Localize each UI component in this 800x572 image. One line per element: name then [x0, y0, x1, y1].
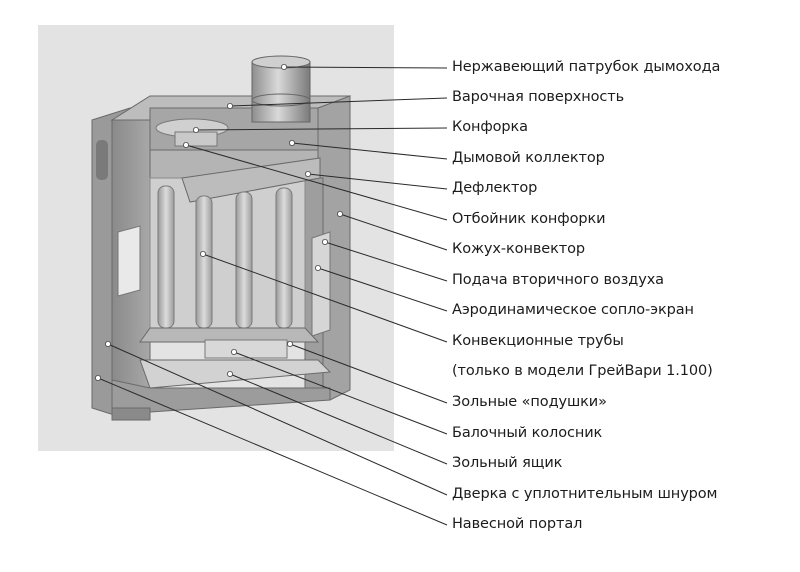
leader-line [107, 343, 448, 496]
convection-tube [157, 185, 175, 329]
leader-line [291, 142, 448, 160]
label-deflector: Дефлектор [452, 180, 538, 196]
nozzle-screen [311, 231, 331, 337]
label-ash-cushions: Зольные «подушки» [452, 394, 607, 410]
leader-anchor-dot [314, 264, 321, 271]
convection-tube [275, 187, 293, 329]
leader-line [229, 373, 448, 465]
leader-anchor-dot [226, 103, 233, 110]
leader-line [339, 213, 448, 251]
leader-line [202, 253, 448, 343]
leader-anchor-dot [286, 340, 293, 347]
leader-anchor-dot [95, 374, 102, 381]
label-ash-drawer: Зольный ящик [452, 455, 563, 471]
label-hob-surface: Варочная поверхность [452, 89, 625, 105]
leader-anchor-dot [321, 238, 328, 245]
leader-line [185, 144, 448, 221]
convection-tube [195, 195, 213, 329]
burner-block [174, 131, 218, 147]
stove-illustration [91, 55, 352, 421]
leader-anchor-dot [105, 340, 112, 347]
leader-line [97, 377, 448, 526]
label-smoke-collector: Дымовой коллектор [452, 150, 605, 166]
leader-anchor-dot [182, 141, 189, 148]
label-secondary-air: Подача вторичного воздуха [452, 272, 664, 288]
leader-line [195, 127, 448, 131]
label-convector-casing: Кожух-конвектор [452, 241, 585, 257]
label-chimney-pipe: Нержавеющий патрубок дымохода [452, 59, 721, 75]
ash-drawer [139, 359, 332, 389]
leader-anchor-dot [304, 170, 311, 177]
chimney-pipe [251, 61, 311, 123]
portal-base [111, 407, 151, 421]
leader-line [229, 97, 448, 107]
label-burner: Конфорка [452, 119, 528, 135]
leader-lines [95, 64, 448, 526]
leader-line [289, 343, 448, 404]
ash-cushions [139, 327, 320, 343]
label-model-note: (только в модели ГрейВари 1.100) [452, 363, 713, 379]
label-convection-tubes: Конвекционные трубы [452, 333, 624, 349]
leader-anchor-dot [199, 250, 206, 257]
label-door: Дверка с уплотнительным шнуром [452, 486, 718, 502]
label-grate: Балочный колосник [452, 425, 603, 441]
secondary-air-inlet [117, 225, 141, 297]
chimney-pipe-top [251, 55, 311, 69]
label-portal: Навесной портал [452, 516, 583, 532]
leader-anchor-dot [226, 370, 233, 377]
convection-tube [235, 191, 253, 329]
leader-line [283, 66, 448, 69]
leader-line [307, 173, 448, 190]
deflector-plate [181, 157, 321, 203]
leader-anchor-dot [192, 127, 199, 134]
leader-line [317, 267, 448, 312]
chimney-pipe-collar [251, 93, 311, 107]
leader-line [324, 241, 448, 282]
label-nozzle-screen: Аэродинамическое сопло-экран [452, 302, 694, 318]
leader-anchor-dot [280, 64, 287, 71]
side-vent [96, 140, 108, 180]
label-burner-baffle: Отбойник конфорки [452, 211, 606, 227]
leader-anchor-dot [288, 139, 295, 146]
leader-anchor-dot [336, 210, 343, 217]
leader-anchor-dot [230, 348, 237, 355]
leader-line [233, 351, 448, 435]
grate-bar-grate [204, 339, 288, 359]
